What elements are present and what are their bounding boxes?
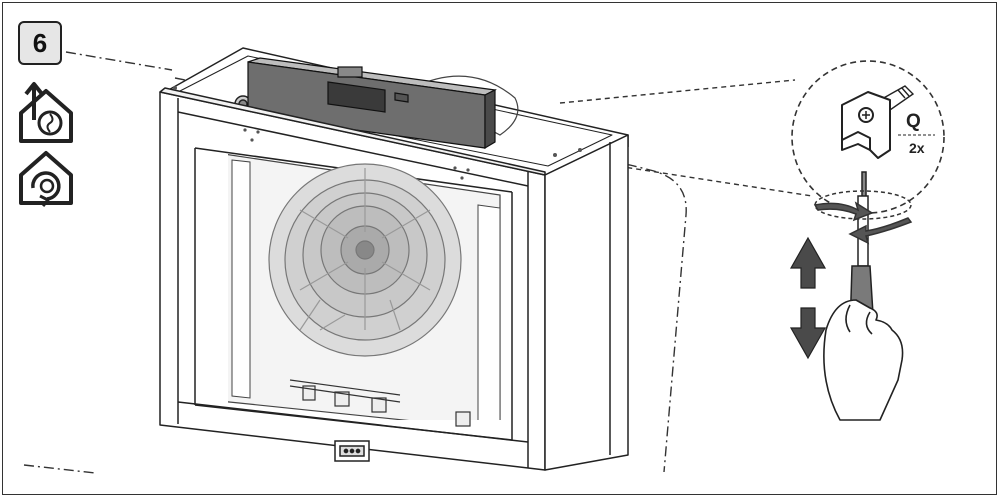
up-down-arrow-icon [789,236,827,360]
quantity-label: 2x [909,140,925,156]
leader-lines [23,51,813,474]
house-fan-arrow-up-icon [19,82,73,143]
house-fan-recirculation-icon [19,151,73,207]
part-label: Q [906,111,921,132]
step-number: 6 [18,21,62,65]
blower-fan [268,163,462,357]
fan-opening [228,154,501,420]
hand-icon [823,299,904,421]
rotate-arrows-icon [813,190,913,245]
frame-screw-holes [173,86,582,180]
control-panel [334,440,370,462]
detail-callout: Q 2x [791,60,945,214]
bracket-q [841,91,891,159]
motor-housing-outline [410,75,519,136]
rail-bar [247,57,498,150]
filter-clips [289,379,471,427]
